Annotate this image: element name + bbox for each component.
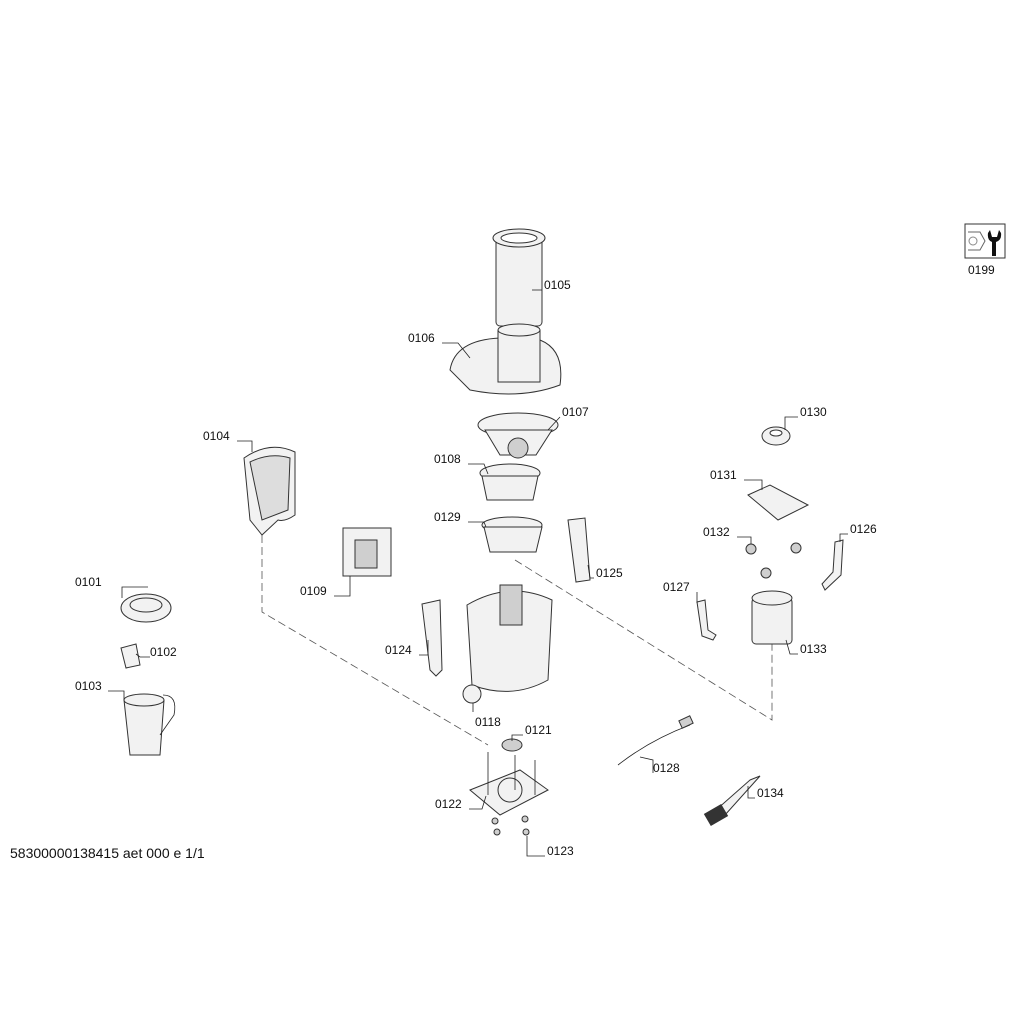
assembly-line — [261, 535, 489, 746]
part-label: 0109 — [300, 584, 327, 598]
part-0104-pulp-container[interactable] — [243, 446, 296, 536]
part-label: 0130 — [800, 405, 827, 419]
part-label: 0102 — [150, 645, 177, 659]
part-0131-motor-bracket[interactable] — [747, 484, 810, 521]
document-id: 58300000138415 aet 000 e 1/1 — [10, 845, 205, 861]
part-label: 0123 — [547, 844, 574, 858]
part-0103-juice-jug[interactable] — [123, 693, 176, 756]
part-0107-filter[interactable] — [477, 412, 559, 459]
part-0105-pusher[interactable] — [492, 228, 546, 327]
part-0127-contact[interactable] — [696, 599, 717, 641]
part-0130-nut[interactable] — [761, 426, 791, 446]
part-label: 0126 — [850, 522, 877, 536]
part-0122-base-plate[interactable] — [469, 752, 549, 816]
part-label: 0107 — [562, 405, 589, 419]
part-label: 0103 — [75, 679, 102, 693]
part-housing[interactable] — [466, 584, 553, 692]
part-label: 0129 — [434, 510, 461, 524]
part-label: 0132 — [703, 525, 730, 539]
part-0101-jug-lid[interactable] — [120, 593, 172, 623]
part-0123-screws[interactable] — [491, 815, 530, 836]
part-0102-foam-separator[interactable] — [120, 643, 141, 669]
part-0134-cleaning-brush[interactable] — [703, 775, 761, 827]
part-0109-switch-module[interactable] — [342, 527, 392, 577]
tool-icon-label: 0199 — [968, 263, 995, 277]
part-label: 0108 — [434, 452, 461, 466]
part-0129-juice-container[interactable] — [481, 516, 543, 553]
assembly-line — [514, 559, 773, 721]
tool-wrench-icon[interactable] — [964, 223, 1006, 259]
part-label: 0101 — [75, 575, 102, 589]
part-0125-side-clip[interactable] — [567, 517, 591, 583]
part-0118-knob[interactable] — [462, 684, 482, 704]
part-label: 0131 — [710, 468, 737, 482]
part-0133-motor[interactable] — [751, 590, 793, 645]
part-0132-dampers[interactable] — [745, 542, 802, 579]
part-0108-bowl-ring[interactable] — [479, 463, 541, 501]
part-0128-power-cord[interactable] — [617, 715, 694, 766]
part-label: 0128 — [653, 761, 680, 775]
part-label: 0105 — [544, 278, 571, 292]
part-label: 0124 — [385, 643, 412, 657]
part-label: 0127 — [663, 580, 690, 594]
part-label: 0125 — [596, 566, 623, 580]
part-label: 0133 — [800, 642, 827, 656]
part-0106-lid[interactable] — [449, 323, 562, 395]
part-label: 0122 — [435, 797, 462, 811]
part-label: 0121 — [525, 723, 552, 737]
part-label: 0106 — [408, 331, 435, 345]
part-0126-bracket[interactable] — [821, 539, 844, 591]
part-label: 0118 — [475, 715, 501, 729]
part-label: 0134 — [757, 786, 784, 800]
part-0124-handle-clip[interactable] — [421, 599, 443, 677]
part-label: 0104 — [203, 429, 230, 443]
